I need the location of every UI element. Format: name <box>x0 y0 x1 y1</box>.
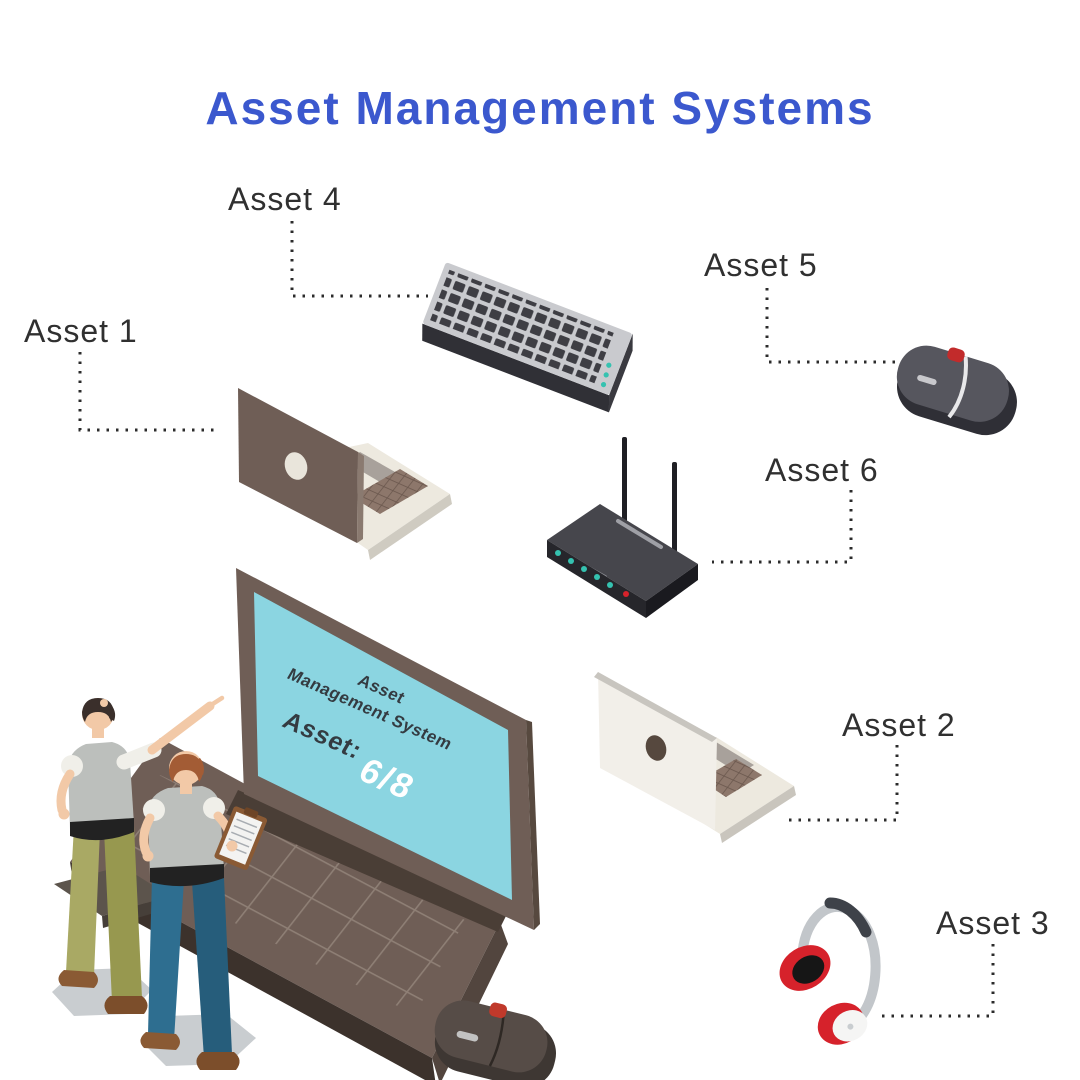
page-title: Asset Management Systems <box>205 81 875 134</box>
laptop-1-illustration <box>238 388 452 560</box>
desk-mouse-illustration <box>434 1000 557 1080</box>
asset-2-label: Asset 2 <box>842 707 956 743</box>
person-clipboard <box>139 751 268 1070</box>
keyboard-illustration <box>422 262 633 413</box>
connector-asset-1 <box>78 352 216 432</box>
mouse-illustration <box>896 345 1017 436</box>
router-illustration <box>547 437 698 618</box>
headphones-illustration <box>779 897 881 1045</box>
asset-6-label: Asset 6 <box>765 452 879 488</box>
connector-asset-4 <box>290 221 428 298</box>
asset-4-label: Asset 4 <box>228 181 342 217</box>
connector-asset-6 <box>712 490 853 564</box>
asset-connectors <box>78 221 995 1018</box>
connector-asset-5 <box>765 288 902 364</box>
person-pointing <box>52 695 225 1016</box>
asset-1-label: Asset 1 <box>24 313 138 349</box>
connector-asset-3 <box>882 944 995 1018</box>
asset-5-label: Asset 5 <box>704 247 818 283</box>
asset-3-label: Asset 3 <box>936 905 1050 941</box>
connector-asset-2 <box>786 745 899 822</box>
laptop-screen <box>254 592 512 900</box>
clipboard <box>214 806 268 870</box>
laptop-2-illustration <box>594 672 796 843</box>
